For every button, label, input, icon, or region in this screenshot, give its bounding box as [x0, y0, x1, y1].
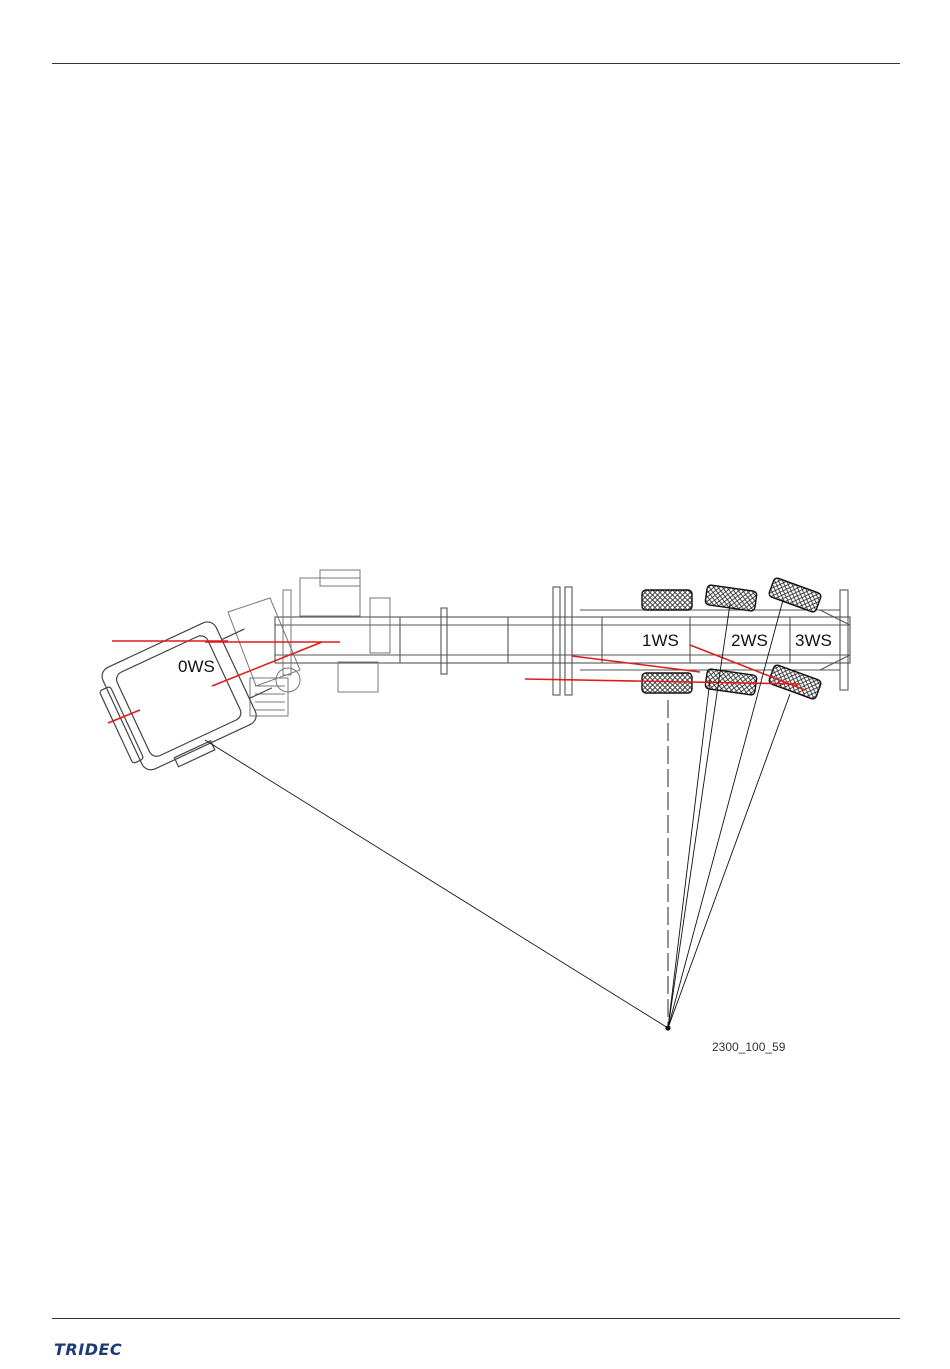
- label-3ws: 3WS: [795, 631, 832, 650]
- tyre-axle3-lower: [768, 664, 822, 700]
- tyre-axle1-upper: [642, 590, 692, 610]
- label-2ws: 2WS: [731, 631, 768, 650]
- engine-components: [228, 570, 390, 716]
- label-0ws: 0WS: [178, 657, 215, 676]
- cab: [92, 608, 286, 784]
- tyre-axle2-upper: [705, 585, 757, 612]
- footer-rule: [52, 1318, 900, 1319]
- label-1ws: 1WS: [642, 631, 679, 650]
- tyre-axle1-lower: [642, 673, 692, 693]
- tyre-axle3-upper: [768, 577, 822, 613]
- turning-center-point: [665, 1025, 670, 1030]
- tridec-logo: TRIDEC: [54, 1340, 122, 1359]
- turning-geometry-lines: [205, 600, 790, 1028]
- figure-id: 2300_100_59: [712, 1040, 786, 1054]
- red-indicator-lines: [108, 641, 805, 723]
